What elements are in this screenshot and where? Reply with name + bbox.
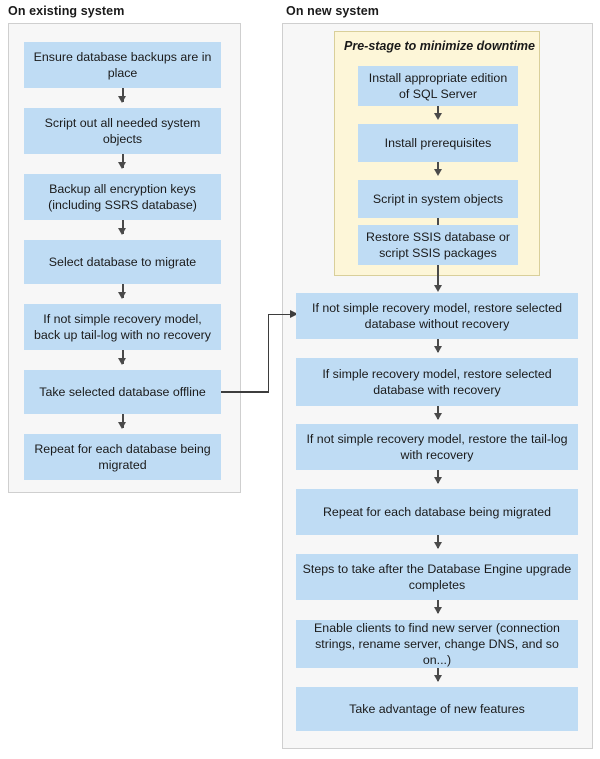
arrow-R3-R4	[437, 470, 439, 483]
arrowhead-L6-L7	[118, 422, 126, 429]
node-take-database-offline[interactable]: Take selected database offline	[24, 370, 221, 414]
arrow-P2-P3	[437, 162, 439, 174]
node-install-sql-server-edition[interactable]: Install appropriate edition of SQL Serve…	[358, 66, 518, 106]
node-steps-after-upgrade[interactable]: Steps to take after the Database Engine …	[296, 554, 578, 600]
arrow-prestage-R1	[437, 265, 439, 290]
arrowhead-R4-R5	[433, 542, 442, 549]
node-backup-encryption-keys[interactable]: Backup all encryption keys (including SS…	[24, 174, 221, 220]
connector-segment-horizontal-lower	[221, 391, 269, 393]
arrow-L3-L4	[121, 220, 124, 234]
arrow-P1-P2	[437, 106, 439, 118]
node-select-database-to-migrate[interactable]: Select database to migrate	[24, 240, 221, 284]
node-restore-tail-log-with-recovery[interactable]: If not simple recovery model, restore th…	[296, 424, 578, 470]
node-repeat-each-database-left[interactable]: Repeat for each database being migrated	[24, 434, 221, 480]
arrowhead-L3-L4	[118, 228, 126, 235]
arrowhead-R1-R2	[433, 346, 442, 353]
arrowhead-P1-P2	[433, 113, 442, 120]
node-script-out-system-objects[interactable]: Script out all needed system objects	[24, 108, 221, 154]
arrow-L1-L2	[121, 88, 124, 102]
arrowhead-R6-R7	[433, 675, 442, 682]
arrowhead-P2-P3	[433, 169, 442, 176]
arrow-R4-R5	[437, 535, 439, 548]
arrowhead-prestage-R1	[433, 285, 442, 292]
node-repeat-each-database-right[interactable]: Repeat for each database being migrated	[296, 489, 578, 535]
node-restore-with-recovery[interactable]: If simple recovery model, restore select…	[296, 358, 578, 406]
arrowhead-R2-R3	[433, 413, 442, 420]
arrowhead-L5-L6	[118, 358, 126, 365]
node-enable-clients-find-server[interactable]: Enable clients to find new server (conne…	[296, 620, 578, 668]
node-restore-ssis-database[interactable]: Restore SSIS database or script SSIS pac…	[358, 225, 518, 265]
arrow-R6-R7	[437, 668, 439, 681]
arrowhead-R3-R4	[433, 477, 442, 484]
node-install-prerequisites[interactable]: Install prerequisites	[358, 124, 518, 162]
node-script-in-system-objects[interactable]: Script in system objects	[358, 180, 518, 218]
node-backup-tail-log-no-recovery[interactable]: If not simple recovery model, back up ta…	[24, 304, 221, 350]
node-ensure-database-backups[interactable]: Ensure database backups are in place	[24, 42, 221, 88]
arrow-R1-R2	[437, 339, 439, 352]
node-take-advantage-new-features[interactable]: Take advantage of new features	[296, 687, 578, 731]
arrowhead-L2-L3	[118, 162, 126, 169]
arrow-L2-L3	[121, 154, 124, 168]
connector-segment-vertical	[267, 314, 270, 392]
prestage-group-title: Pre-stage to minimize downtime	[344, 39, 536, 53]
node-restore-without-recovery[interactable]: If not simple recovery model, restore se…	[296, 293, 578, 339]
arrowhead-cross-column	[290, 310, 298, 318]
arrowhead-L4-L5	[118, 292, 126, 299]
arrowhead-R5-R6	[433, 607, 442, 614]
arrow-L5-L6	[121, 350, 124, 364]
arrowhead-L1-L2	[118, 96, 126, 103]
column-header-new-system: On new system	[286, 4, 379, 18]
arrow-L6-L7	[121, 414, 124, 428]
connector-segment-horizontal-upper	[267, 313, 292, 316]
arrow-P3-P4	[437, 218, 439, 230]
column-header-existing-system: On existing system	[8, 4, 125, 18]
arrow-R2-R3	[437, 406, 439, 419]
arrow-L4-L5	[121, 284, 124, 298]
arrow-R5-R6	[437, 600, 439, 613]
